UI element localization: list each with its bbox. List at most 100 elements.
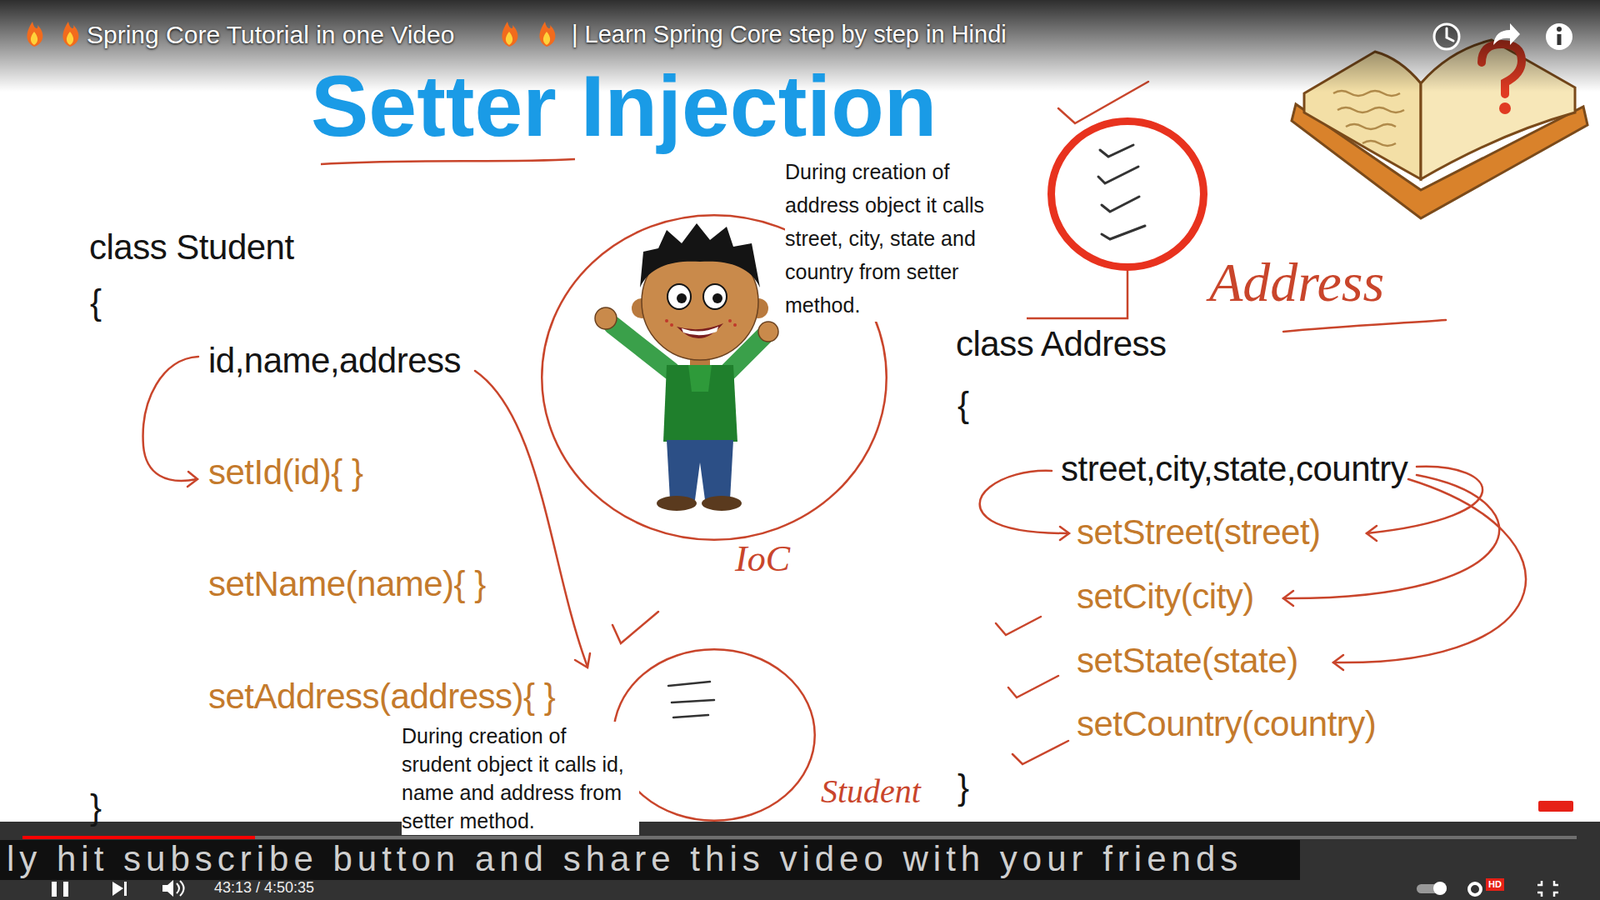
player-control [51, 881, 57, 897]
subscribe-button [1538, 800, 1574, 812]
flame-icon [27, 21, 556, 47]
setter-method: setAddress(address){ } [208, 679, 555, 715]
annotation-scribble [1333, 655, 1344, 670]
boy-illustration [676, 323, 724, 339]
player-control [162, 880, 174, 897]
boy-illustration [688, 365, 712, 392]
player-icon [1545, 23, 1573, 50]
player-icon [1557, 34, 1562, 45]
node-outline [613, 649, 815, 821]
boy-illustration [595, 307, 617, 330]
handwritten-label: Student [820, 775, 921, 809]
boy-illustration [712, 293, 723, 304]
annotation-scribble [668, 681, 715, 718]
address-object: Address [1047, 117, 1208, 271]
annotation-scribble [668, 681, 710, 686]
player-icon [1434, 23, 1573, 50]
boy-illustration [667, 284, 691, 310]
brace: { [90, 285, 102, 320]
flame-icon [540, 21, 556, 47]
boy-illustration [703, 284, 727, 310]
annotation-scribble [1060, 526, 1070, 540]
boy-illustration [670, 323, 674, 327]
time-display: 43:13 / 4:50:35 [214, 880, 315, 895]
field-list: id,name,address [208, 343, 461, 379]
brace: } [957, 770, 970, 805]
boy-illustration [656, 495, 697, 511]
setter-method: setState(state) [1076, 643, 1299, 679]
setter-method: setId(id){ } [208, 455, 363, 490]
boy-illustration [701, 495, 742, 511]
book-illustration [1333, 90, 1405, 146]
player-control [112, 881, 124, 896]
annotation-scribble [1008, 675, 1059, 698]
annotation-scribble [1012, 740, 1069, 765]
annotation-scribble [143, 356, 659, 668]
video-title: Spring Core Tutorial in one Video [86, 22, 455, 48]
player-control [124, 881, 127, 896]
player-bar [0, 821, 1600, 900]
handwritten-label: IoC [735, 540, 790, 578]
hd-badge: HD [1485, 878, 1505, 891]
player-control [51, 880, 1559, 897]
player-icon [1493, 23, 1520, 45]
boy-illustration [733, 323, 737, 327]
player-control [63, 881, 69, 897]
field-list: street,city,state,country [1060, 451, 1408, 487]
annotation-scribble [673, 715, 709, 718]
player-icon [1434, 24, 1460, 50]
player-control [180, 880, 185, 896]
annotation-scribble [1100, 145, 1134, 157]
annotation-scribble [575, 653, 590, 668]
progress-track [22, 835, 1577, 840]
boy-illustration [676, 293, 687, 304]
boy-illustration [666, 440, 734, 500]
book-illustration [1362, 140, 1396, 146]
node-outline [1047, 117, 1208, 271]
player-control [176, 883, 180, 894]
callout-note: During creation of srudent object it cal… [401, 721, 640, 835]
book-illustration [1337, 107, 1405, 113]
setter-method: setStreet(street) [1076, 515, 1321, 550]
annotation-scribble [980, 466, 1526, 765]
annotation-scribble [1098, 166, 1139, 184]
book-illustration [1499, 102, 1511, 115]
annotation-scribble [995, 616, 1041, 635]
book-illustration [1345, 124, 1396, 130]
brace: { [957, 387, 970, 423]
annotation-scribble [1366, 525, 1377, 541]
class-header: class Address [955, 326, 1167, 362]
annotation-scribble [1101, 225, 1145, 240]
boy-illustration [728, 319, 732, 323]
annotation-scribble [1333, 479, 1526, 663]
annotation-scribble [187, 471, 198, 487]
boy-illustration [640, 223, 760, 288]
annotation-scribble [475, 370, 588, 667]
callout-note: During creation of address object it cal… [785, 155, 1027, 322]
boy-illustration [681, 326, 719, 335]
annotation-scribble [143, 356, 199, 481]
annotation-scribble [1283, 590, 1294, 606]
brace: } [90, 790, 102, 825]
boy-illustration [663, 365, 738, 442]
class-header: class Student [89, 230, 295, 265]
caption-box [0, 840, 1300, 880]
player-control [1537, 880, 1559, 897]
boy-illustration [595, 223, 779, 511]
annotation-scribble [1283, 320, 1446, 332]
player-icon [1556, 26, 1562, 32]
video-title: | Learn Spring Core step by step in Hind… [571, 22, 1007, 47]
subtitle: ly hit subscribe button and share this v… [6, 841, 1243, 877]
flame-icon [502, 21, 519, 47]
handwritten-label: Address [1209, 255, 1385, 310]
setter-method: setCountry(country) [1076, 706, 1376, 742]
annotation-scribble [980, 470, 1069, 534]
progress-played [22, 835, 255, 840]
setter-method: setCity(city) [1076, 579, 1255, 615]
player-icon [1446, 28, 1454, 41]
flame-icon [63, 21, 80, 47]
annotation-scribble [1101, 196, 1140, 212]
student-object: Student [612, 648, 816, 822]
boy-illustration [758, 321, 779, 342]
